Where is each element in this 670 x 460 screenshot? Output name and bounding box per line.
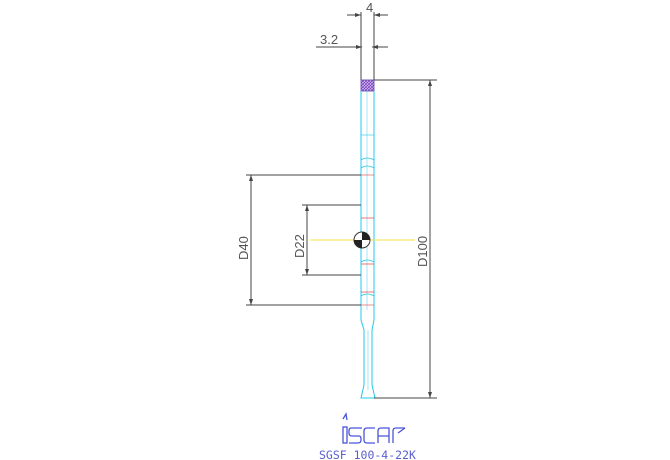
iscar-logo (342, 412, 406, 444)
dimension-label-hub-diameter: D40 (236, 236, 251, 260)
center-axis (310, 231, 415, 249)
dimension-outer-diameter: D100 (374, 79, 437, 399)
dimension-blade-width: 3.2 (316, 32, 388, 49)
cutting-edge-hatch (360, 79, 375, 92)
drawing-sheet (238, 0, 500, 460)
dimension-label-bore-diameter: D22 (292, 234, 307, 258)
dimension-label-top-width: 4 (366, 0, 373, 15)
part-number: SGSF 100-4-22K (319, 448, 416, 460)
dimension-label-blade-width: 3.2 (320, 32, 338, 47)
dimension-hub-diameter: D40 (236, 174, 361, 306)
dimension-label-outer-diameter: D100 (415, 236, 430, 267)
dimension-top-width: 4 (347, 0, 388, 80)
dimension-bore-diameter: D22 (292, 204, 361, 276)
